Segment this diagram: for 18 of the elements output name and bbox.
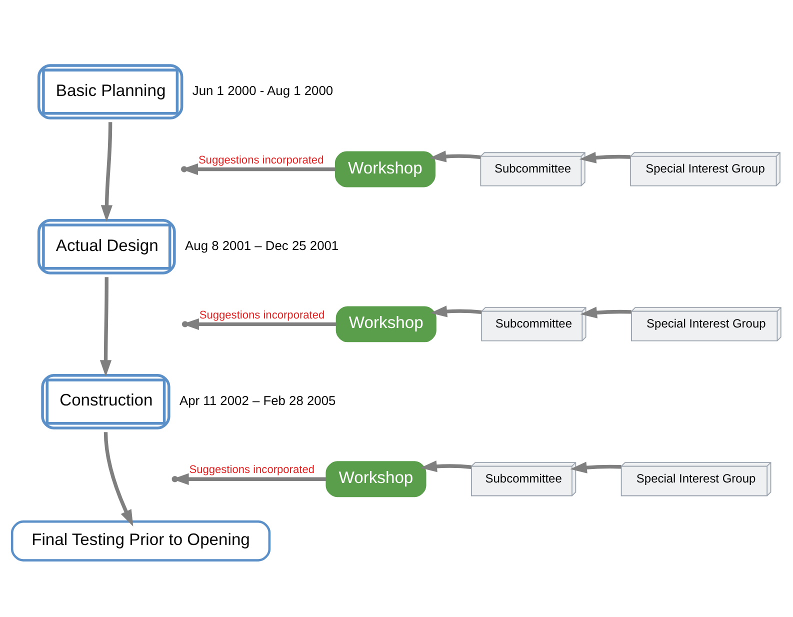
edge-label: Suggestions incorporated — [189, 464, 314, 476]
arrow — [420, 460, 472, 472]
node-box: Workshop — [336, 306, 436, 342]
node-label: Jun 1 2000 - Aug 1 2000 — [192, 83, 334, 98]
node-label: Aug 8 2001 – Dec 25 2001 — [185, 238, 339, 254]
arrow — [579, 152, 630, 164]
arrow — [104, 432, 134, 527]
edge-label: Suggestions incorporated — [198, 154, 324, 166]
arrow — [100, 277, 112, 377]
arrow — [100, 122, 113, 222]
arrow — [580, 306, 632, 318]
node-box: Workshop — [326, 461, 426, 498]
node-box: Final Testing Prior to Opening — [10, 520, 271, 562]
edge-label: Suggestions incorporated — [199, 309, 325, 322]
node-label: Apr 11 2002 – Feb 28 2005 — [180, 393, 336, 408]
arrow — [430, 306, 482, 318]
node-box: Workshop — [334, 151, 436, 188]
arrow — [430, 150, 481, 162]
